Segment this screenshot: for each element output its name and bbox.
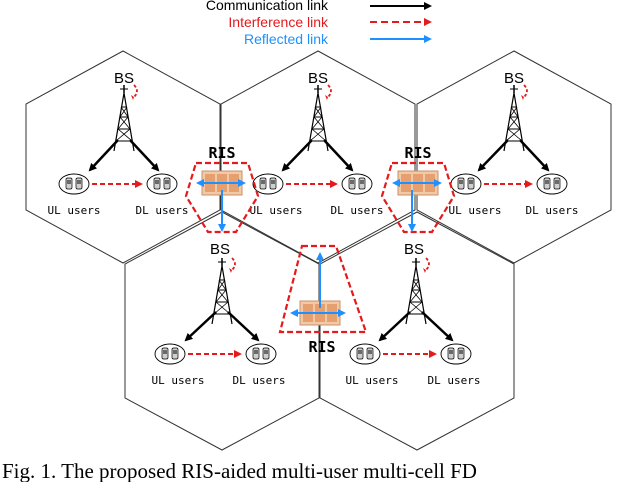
ul-communication-link [88, 139, 119, 172]
ris-left: RIS [184, 144, 260, 234]
legend-interference-label: Interference link [228, 14, 329, 30]
cell-top-middle: BS UL users DL users [250, 70, 384, 217]
dl-users-icon [440, 343, 472, 365]
ul-users-label: UL users [449, 204, 502, 217]
cell-top-right: BS UL users DL users [449, 70, 579, 217]
hex-cell-top-right [416, 50, 612, 264]
dl-users-icon [146, 173, 178, 195]
bs-label: BS [114, 70, 134, 87]
ris-label: RIS [208, 144, 235, 162]
ris-right: RIS [380, 144, 456, 234]
legend-communication-label: Communication link [206, 0, 329, 13]
bs-label: BS [404, 241, 424, 258]
ul-users-label: UL users [250, 204, 303, 217]
dl-users-label: DL users [428, 374, 481, 387]
ul-users-icon [154, 343, 186, 365]
ul-users-icon [58, 173, 90, 195]
ris-interference-region [278, 244, 368, 334]
dl-communication-link [421, 311, 454, 342]
dl-users-label: DL users [233, 374, 286, 387]
ul-communication-link [281, 139, 313, 172]
dl-communication-link [323, 139, 354, 172]
legend: Communication link Interference link Ref… [206, 0, 432, 47]
dl-communication-link [227, 311, 260, 342]
ris-interference-region [380, 161, 456, 234]
ul-users-label: UL users [346, 374, 399, 387]
dl-users-label: DL users [526, 204, 579, 217]
cell-bottom-left: BS UL users DL users [152, 241, 286, 387]
dl-communication-link [129, 139, 160, 172]
dl-users-icon [341, 173, 373, 195]
ris-label: RIS [404, 144, 431, 162]
ul-communication-link [184, 311, 217, 342]
legend-reflected-label: Reflected link [244, 31, 329, 47]
ris-label: RIS [308, 338, 335, 356]
ul-users-icon [450, 173, 482, 195]
ul-users-label: UL users [152, 374, 205, 387]
hex-cell-top-left [25, 50, 221, 264]
dl-users-label: DL users [331, 204, 384, 217]
dl-users-icon [536, 173, 568, 195]
ul-communication-link [378, 311, 411, 342]
ul-users-label: UL users [48, 204, 101, 217]
ul-communication-link [477, 139, 509, 172]
ris-interference-region [184, 161, 260, 234]
dl-communication-link [519, 139, 550, 172]
ul-users-icon [349, 343, 381, 365]
bs-label: BS [308, 70, 328, 87]
cell-bottom-right: BS UL users DL users [346, 241, 481, 387]
cell-top-left: BS UL users DL users [48, 70, 189, 217]
bs-label: BS [504, 70, 524, 87]
dl-users-icon [245, 343, 277, 365]
ris-center: RIS [278, 244, 368, 356]
bs-label: BS [210, 241, 230, 258]
figure-caption: Fig. 1. The proposed RIS-aided multi-use… [2, 459, 477, 482]
dl-users-label: DL users [136, 204, 189, 217]
